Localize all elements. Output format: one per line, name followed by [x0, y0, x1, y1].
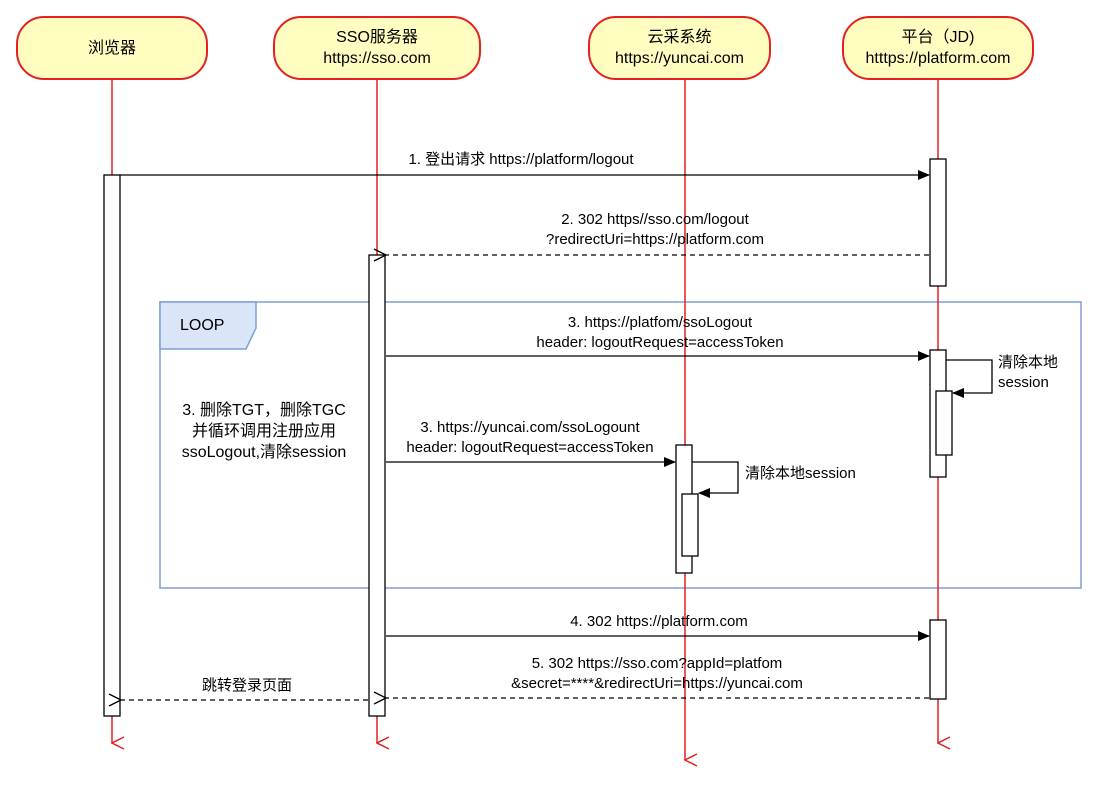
loop-note-line-2: 并循环调用注册应用 [191, 423, 337, 440]
actor-platform-name: 平台（JD) [901, 29, 975, 46]
actor-yuncai-url: https://yuncai.com [615, 50, 744, 67]
message-2-line-2: ?redirectUri=https://platform.com [546, 231, 764, 248]
message-5-line-2: &secret=****&redirectUri=https://yuncai.… [511, 675, 803, 692]
message-1-text: 1. 登出请求 https://platform/logout [408, 151, 634, 168]
message-3a-self-line-1: 清除本地 [998, 354, 1059, 371]
actor-sso-name: SSO服务器 [336, 29, 418, 46]
message-4-text: 4. 302 https://platform.com [570, 613, 748, 630]
loop-note-line-1: 3. 删除TGT，删除TGC [182, 402, 346, 419]
activation-platform-3 [929, 619, 947, 700]
actor-yuncai-name: 云采系统 [647, 29, 712, 46]
activation-sso [368, 254, 386, 717]
loop-label: LOOP [180, 317, 225, 334]
message-5-label: 5. 302 https://sso.com?appId=platfom &se… [511, 654, 803, 694]
message-3a-self-line-2: session [998, 374, 1049, 391]
message-2-line-1: 2. 302 https//sso.com/logout [561, 211, 749, 228]
actor-browser-name: 浏览器 [87, 39, 136, 57]
activation-platform-self [935, 390, 953, 456]
message-3b-self-text: 清除本地session [745, 465, 856, 482]
loop-tag-shape [159, 301, 257, 350]
message-3a-self-label: 清除本地 session [998, 353, 1058, 393]
message-1-label: 1. 登出请求 https://platform/logout [408, 150, 633, 170]
activation-browser [103, 174, 121, 717]
loop-note: 3. 删除TGT，删除TGC 并循环调用注册应用 ssoLogout,清除ses… [182, 400, 347, 463]
message-6-label: 跳转登录页面 [202, 676, 292, 696]
message-3a-line-2: header: logoutRequest=accessToken [536, 334, 784, 351]
actor-sso-server: SSO服务器 https://sso.com [273, 16, 481, 80]
message-5-line-1: 5. 302 https://sso.com?appId=platfom [531, 655, 783, 672]
activation-platform-1 [929, 158, 947, 287]
message-3b-line-1: 3. https://yuncai.com/ssoLogount [420, 419, 640, 436]
actor-yuncai: 云采系统 https://yuncai.com [588, 16, 771, 80]
message-3a-label: 3. https://platfom/ssoLogout header: log… [536, 313, 783, 353]
message-4-label: 4. 302 https://platform.com [570, 612, 748, 632]
arrow-m3a-self [946, 359, 993, 398]
arrow-m3b-self [692, 461, 739, 498]
message-3b-self-label: 清除本地session [745, 464, 856, 484]
message-6-text: 跳转登录页面 [201, 677, 293, 694]
actor-platform-url: htttps://platform.com [865, 50, 1011, 67]
actor-sso-url: https://sso.com [323, 50, 431, 67]
loop-frame [159, 301, 1082, 589]
loop-note-line-3: ssoLogout,清除session [181, 444, 347, 461]
activation-yuncai-self [681, 493, 699, 557]
message-2-label: 2. 302 https//sso.com/logout ?redirectUr… [546, 210, 764, 250]
actor-browser: 浏览器 [16, 16, 208, 80]
message-3b-line-2: header: logoutRequest=accessToken [406, 439, 654, 456]
message-3a-line-1: 3. https://platfom/ssoLogout [567, 314, 753, 331]
actor-platform: 平台（JD) htttps://platform.com [842, 16, 1034, 80]
message-3b-label: 3. https://yuncai.com/ssoLogount header:… [406, 418, 653, 458]
